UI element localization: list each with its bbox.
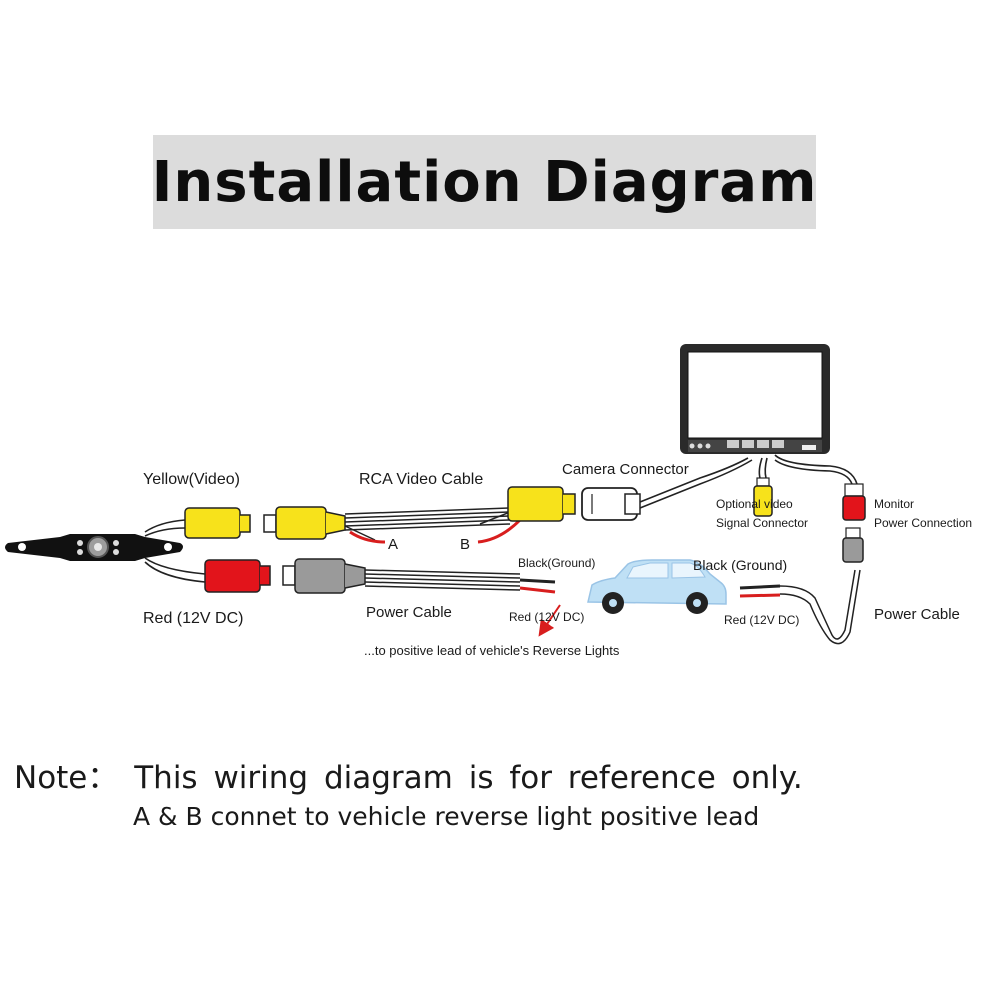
label-optional-video-2: Signal Connector (716, 516, 808, 530)
label-reverse-lights: ...to positive lead of vehicle's Reverse… (364, 643, 620, 658)
label-black-ground-right: Black (Ground) (693, 557, 787, 573)
optional-video-connector (753, 477, 773, 517)
note-subline: A & B connet to vehicle reverse light po… (133, 802, 760, 831)
label-red-12v-right: Red (12V DC) (724, 613, 799, 627)
right-power-cable (779, 569, 861, 645)
rca-video-cable (344, 507, 511, 541)
label-yellow-video: Yellow(Video) (143, 471, 240, 488)
label-camera-connector: Camera Connector (562, 461, 689, 478)
monitor-cables (639, 454, 858, 509)
label-monitor-power-2: Power Connection (874, 516, 972, 530)
car-icon (587, 559, 727, 614)
label-power-cable-right: Power Cable (874, 606, 960, 623)
power-cable-leads-right (739, 584, 781, 598)
label-point-b: B (460, 536, 470, 553)
rca-yellow-plug-left (263, 506, 346, 540)
monitor-power-connector (842, 483, 866, 521)
label-red-12v-left: Red (12V DC) (143, 610, 243, 627)
red-trigger-leads (349, 518, 522, 544)
rca-yellow-plug-right (507, 486, 576, 522)
power-cable-gray-plug (842, 527, 864, 563)
gray-power-plug (282, 558, 366, 594)
label-point-a: A (388, 536, 398, 553)
note-line: Note： This wiring diagram is for referen… (14, 760, 803, 796)
camera-connector-plug (581, 487, 641, 521)
red-power-plug (204, 559, 271, 593)
label-optional-video-1: Optional video (716, 497, 793, 511)
camera-cables (144, 519, 206, 583)
license-plate-camera-icon (5, 534, 183, 561)
power-cable-bundle (364, 569, 521, 591)
title-banner: Installation Diagram (151, 135, 818, 229)
label-monitor-power-1: Monitor (874, 497, 914, 511)
label-red-12v-small: Red (12V DC) (509, 610, 584, 624)
label-power-cable-left: Power Cable (366, 604, 452, 621)
label-black-ground-small: Black(Ground) (518, 556, 595, 570)
label-rca-video-cable: RCA Video Cable (359, 471, 483, 488)
power-cable-leads-left (519, 578, 556, 594)
diagram-title: Installation Diagram (151, 149, 818, 215)
reverse-lights-arrow (538, 604, 561, 637)
monitor-icon (680, 344, 830, 454)
yellow-video-plug (184, 507, 251, 539)
